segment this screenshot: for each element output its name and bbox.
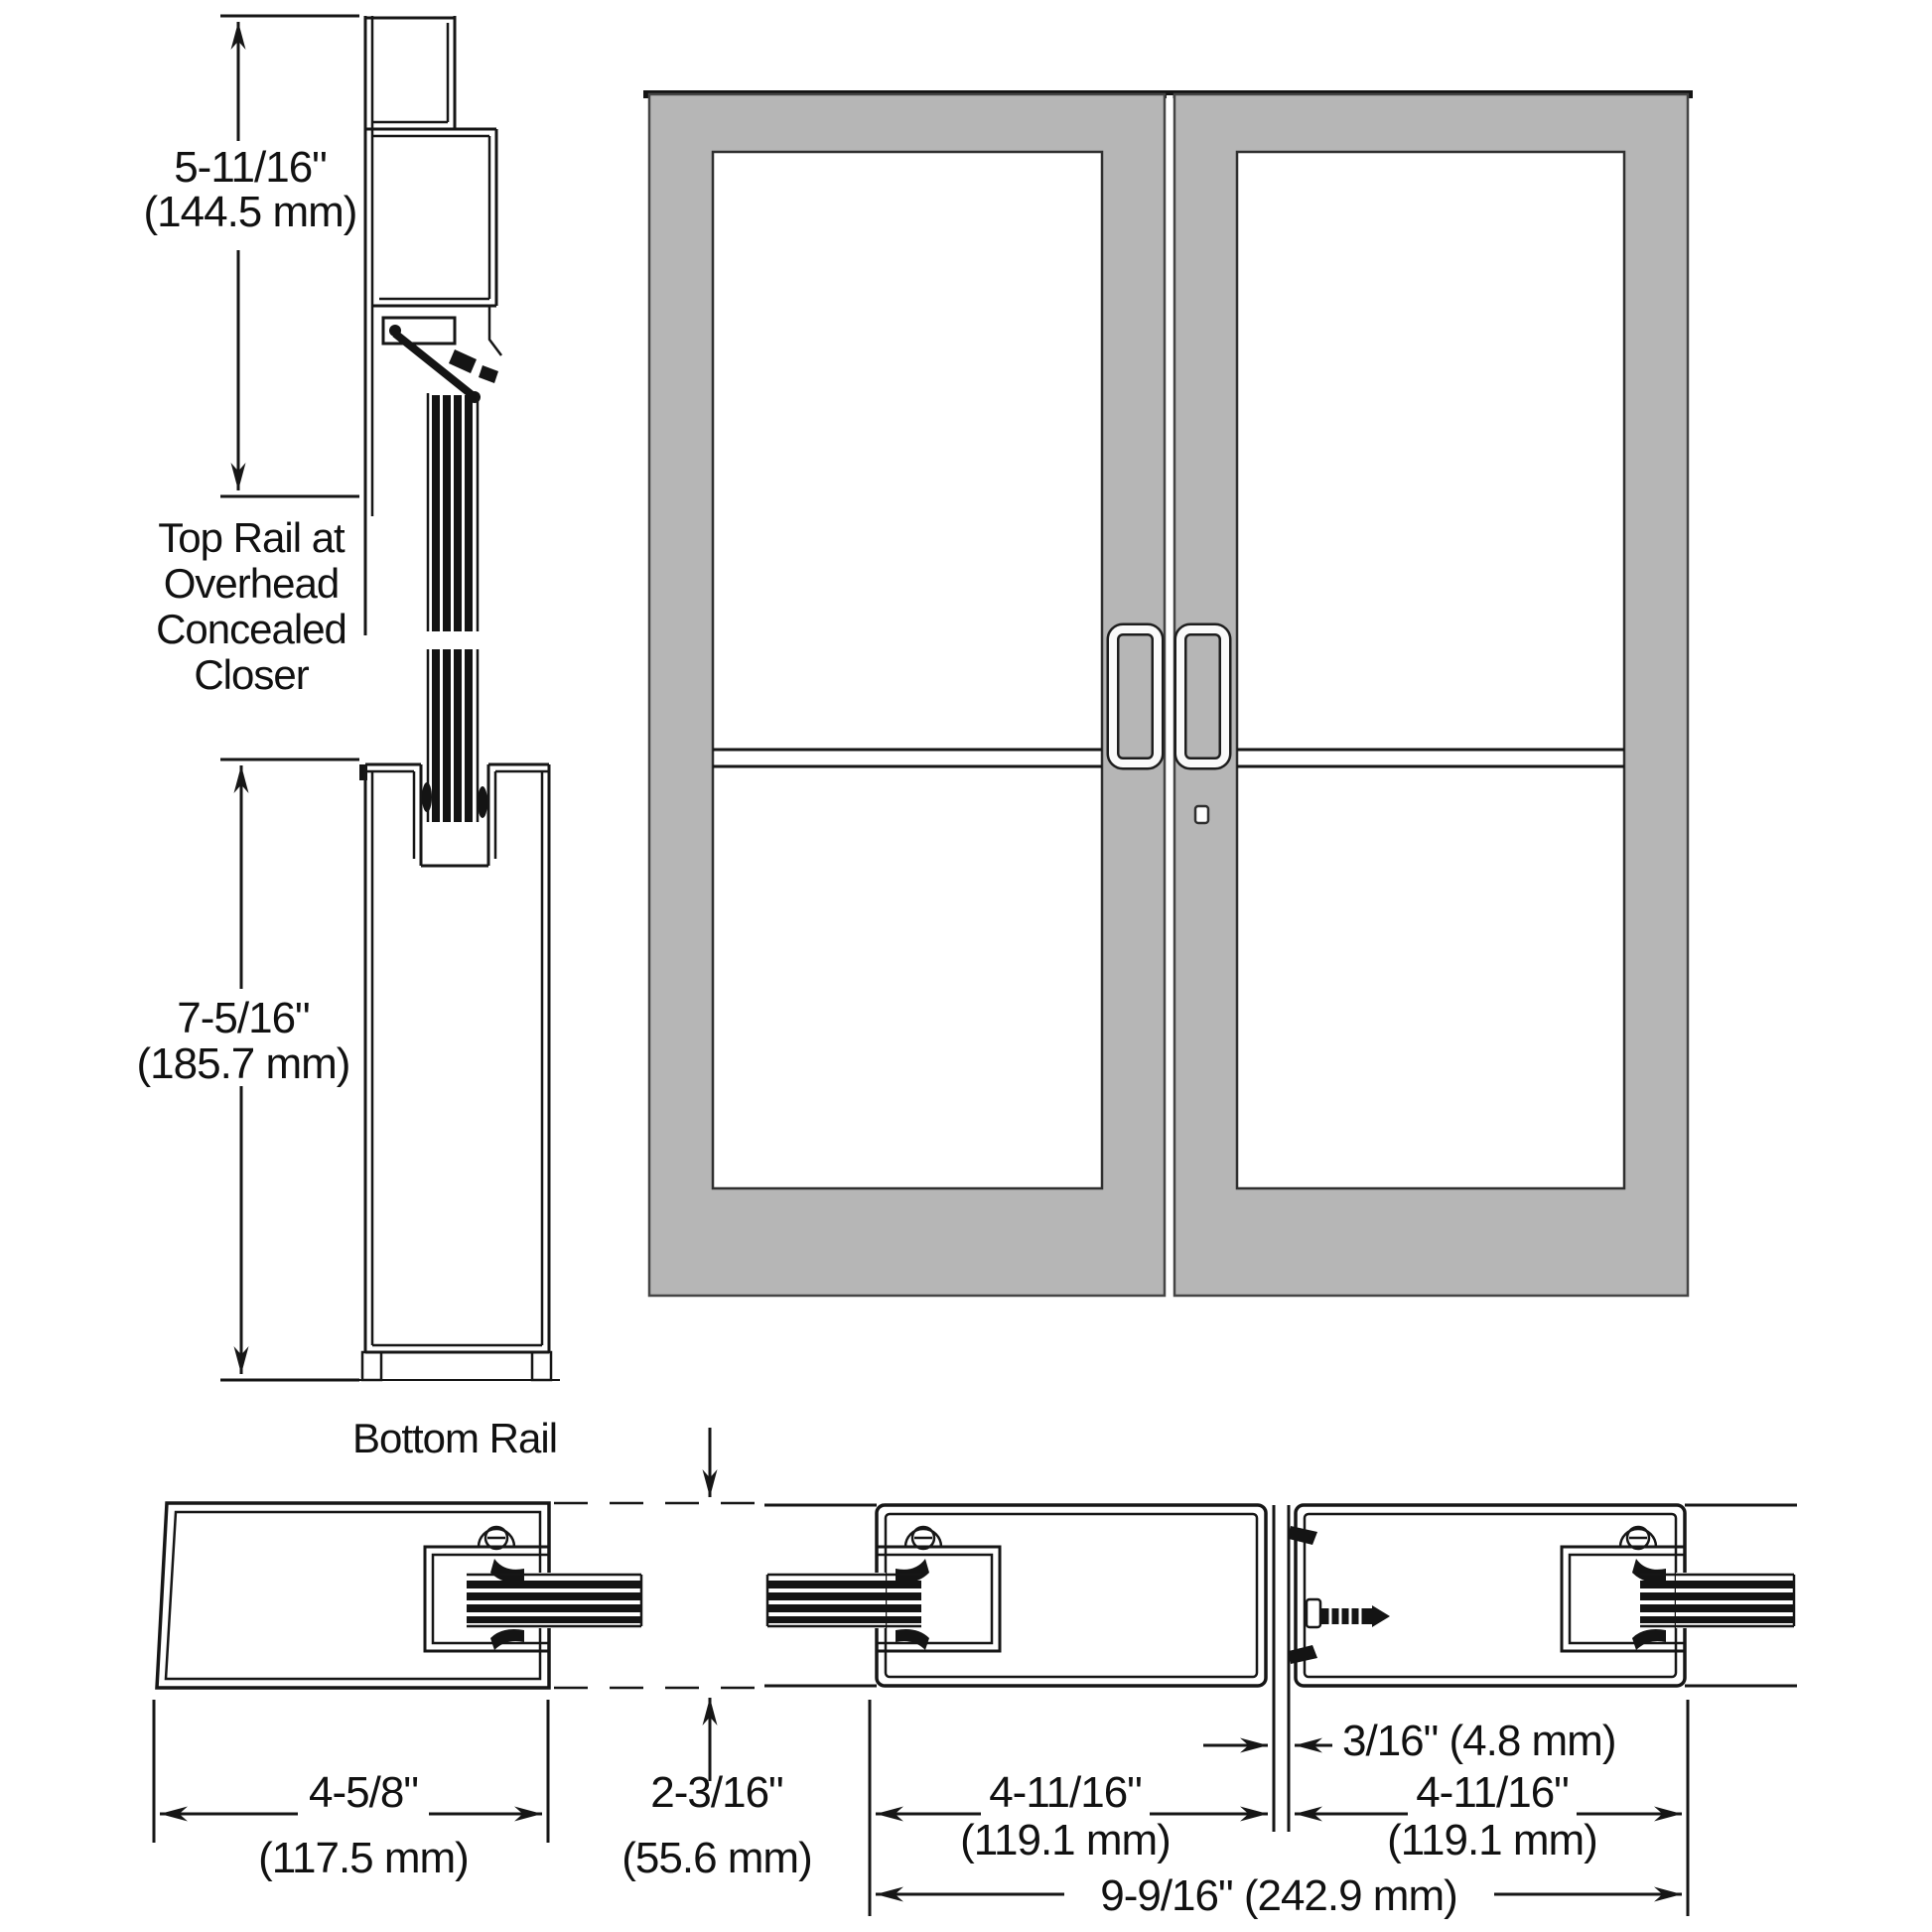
dim-text-top-rail-in: 5-11/16" bbox=[174, 143, 327, 192]
dim-text-ms-left-mm: (119.1 mm) bbox=[960, 1816, 1171, 1864]
dim-bottom-rail-height: 7-5/16" (185.7 mm) bbox=[137, 758, 359, 1382]
svg-text:Concealed: Concealed bbox=[156, 606, 346, 652]
dim-text-pair-overall: 9-9/16" (242.9 mm) bbox=[1100, 1871, 1457, 1920]
right-door-pull-handle bbox=[1173, 622, 1232, 770]
meeting-stile-right-section bbox=[1294, 1503, 1799, 1688]
astragal-bottom-clip bbox=[1289, 1645, 1317, 1664]
right-door-glass bbox=[1235, 150, 1626, 1190]
label-top-rail: Top Rail at Overhead Concealed Closer bbox=[156, 514, 347, 698]
bottom-rail-section-drawing bbox=[353, 649, 560, 1382]
dim-meeting-stile-right: 4-11/16" (119.1 mm) bbox=[1295, 1700, 1690, 1916]
adjustment-screw bbox=[1305, 1597, 1390, 1629]
dim-text-bottom-rail-mm: (185.7 mm) bbox=[137, 1039, 350, 1088]
left-door-pull-handle bbox=[1106, 622, 1165, 770]
door-top-edge bbox=[643, 90, 1693, 98]
dim-door-thickness: 2-3/16" (55.6 mm) bbox=[621, 1428, 813, 1882]
thickness-extension-lines bbox=[554, 1501, 762, 1690]
dim-text-top-rail-mm: (144.5 mm) bbox=[144, 188, 357, 236]
astragal-top-clip bbox=[1289, 1526, 1317, 1545]
svg-text:Closer: Closer bbox=[194, 651, 309, 698]
left-door-mid-rail bbox=[713, 748, 1102, 768]
double-door-elevation bbox=[643, 90, 1693, 1298]
dim-text-hinge-stile-in: 4-5/8" bbox=[309, 1768, 418, 1817]
dim-text-ms-left-in: 4-11/16" bbox=[989, 1768, 1142, 1817]
left-door-glass bbox=[711, 150, 1104, 1190]
top-rail-section-drawing bbox=[363, 16, 502, 635]
lock-cylinder bbox=[1193, 804, 1210, 825]
svg-text:Overhead: Overhead bbox=[164, 560, 339, 607]
hinge-stile-section-drawing bbox=[155, 1501, 643, 1690]
dim-text-hinge-stile-mm: (117.5 mm) bbox=[258, 1834, 469, 1882]
dim-stile-gap: 3/16" (4.8 mm) bbox=[1203, 1717, 1616, 1765]
meeting-gap-astragal bbox=[1272, 1505, 1390, 1832]
label-bottom-rail: Bottom Rail bbox=[352, 1415, 557, 1461]
dim-text-thickness-in: 2-3/16" bbox=[650, 1768, 782, 1817]
dim-text-ms-right-in: 4-11/16" bbox=[1416, 1768, 1569, 1817]
door-meeting-gap bbox=[1167, 95, 1173, 1295]
dim-text-thickness-mm: (55.6 mm) bbox=[621, 1834, 811, 1882]
svg-text:Top Rail at: Top Rail at bbox=[158, 514, 345, 561]
dim-top-rail-height: 5-11/16" (144.5 mm) bbox=[144, 14, 359, 498]
dim-hinge-stile-width: 4-5/8" (117.5 mm) bbox=[152, 1700, 550, 1882]
right-door-mid-rail bbox=[1237, 748, 1624, 768]
dim-pair-overall: 9-9/16" (242.9 mm) bbox=[876, 1871, 1682, 1920]
dim-text-bottom-rail-in: 7-5/16" bbox=[177, 994, 309, 1042]
meeting-stile-left-section bbox=[762, 1503, 1268, 1688]
dim-text-ms-right-mm: (119.1 mm) bbox=[1387, 1816, 1597, 1864]
dim-text-stile-gap: 3/16" (4.8 mm) bbox=[1342, 1717, 1615, 1765]
dim-meeting-stile-left: 4-11/16" (119.1 mm) bbox=[868, 1700, 1268, 1916]
